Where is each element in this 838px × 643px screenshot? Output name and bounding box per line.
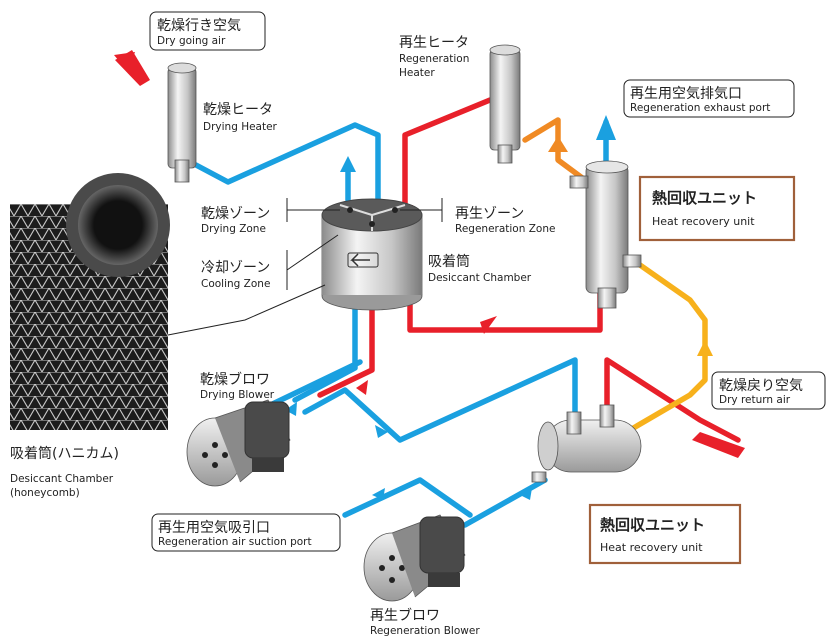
label-regeneration-suction-port: 再生用空気吸引口 Regeneration air suction port — [158, 520, 312, 548]
label-honeycomb: 吸着筒(ハニカム) Desiccant Chamber (honeycomb) — [10, 445, 119, 499]
label-regeneration-exhaust-port: 再生用空気排気口 Regeneration exhaust port — [630, 86, 770, 114]
heat-recovery-unit-top — [569, 160, 642, 309]
regeneration-heater — [489, 44, 521, 164]
svg-text:再生ヒータ: 再生ヒータ — [399, 35, 469, 51]
svg-text:Heat recovery unit: Heat recovery unit — [600, 541, 703, 554]
label-drying-zone: 乾燥ゾーン Drying Zone — [201, 206, 270, 235]
svg-text:Desiccant Chamber: Desiccant Chamber — [10, 473, 114, 485]
leader-lines — [167, 198, 443, 336]
svg-text:吸着筒: 吸着筒 — [428, 253, 470, 270]
svg-text:Regeneration Zone: Regeneration Zone — [455, 223, 555, 235]
svg-text:熱回収ユニット: 熱回収ユニット — [652, 189, 757, 207]
svg-text:Desiccant Chamber: Desiccant Chamber — [428, 272, 532, 284]
svg-text:再生用空気排気口: 再生用空気排気口 — [630, 86, 742, 102]
label-heat-recovery-bottom: 熱回収ユニット Heat recovery unit — [600, 516, 705, 554]
svg-text:Regeneration: Regeneration — [399, 53, 469, 65]
svg-text:乾燥行き空気: 乾燥行き空気 — [157, 18, 241, 34]
drying-blower — [186, 399, 291, 487]
svg-text:再生用空気吸引口: 再生用空気吸引口 — [158, 520, 270, 536]
drying-heater — [167, 62, 197, 183]
label-dry-return-air: 乾燥戻り空気 Dry return air — [719, 378, 803, 406]
label-regeneration-heater: 再生ヒータ Regeneration Heater — [399, 35, 469, 79]
svg-text:(honeycomb): (honeycomb) — [10, 487, 80, 499]
arrow-dry-return — [692, 432, 745, 458]
label-drying-blower: 乾燥ブロワ Drying Blower — [200, 371, 275, 401]
regeneration-blower — [363, 514, 466, 602]
svg-text:Drying Blower: Drying Blower — [200, 389, 275, 401]
svg-text:Regeneration air suction port: Regeneration air suction port — [158, 536, 312, 548]
label-regeneration-blower: 再生ブロワ Regeneration Blower — [370, 607, 480, 637]
svg-text:Cooling Zone: Cooling Zone — [201, 278, 270, 290]
label-cooling-zone: 冷却ゾーン Cooling Zone — [201, 260, 270, 290]
svg-text:Regeneration Blower: Regeneration Blower — [370, 625, 480, 637]
arrow-exhaust — [596, 115, 616, 140]
svg-text:熱回収ユニット: 熱回収ユニット — [600, 516, 705, 534]
svg-text:Dry return air: Dry return air — [719, 394, 791, 406]
svg-text:乾燥ヒータ: 乾燥ヒータ — [203, 102, 273, 118]
svg-text:Drying Heater: Drying Heater — [203, 121, 278, 133]
svg-text:Drying Zone: Drying Zone — [201, 223, 266, 235]
label-dry-going-air: 乾燥行き空気 Dry going air — [157, 18, 241, 47]
svg-text:吸着筒(ハニカム): 吸着筒(ハニカム) — [10, 445, 119, 462]
svg-text:再生ブロワ: 再生ブロワ — [370, 607, 440, 624]
svg-text:乾燥ブロワ: 乾燥ブロワ — [200, 371, 270, 388]
honeycomb-photo — [10, 173, 170, 430]
heat-recovery-unit-bottom — [531, 404, 642, 483]
svg-text:Regeneration exhaust port: Regeneration exhaust port — [630, 102, 770, 114]
svg-text:乾燥ゾーン: 乾燥ゾーン — [201, 206, 270, 222]
desiccant-chamber — [321, 198, 423, 311]
label-heat-recovery-top: 熱回収ユニット Heat recovery unit — [652, 189, 757, 228]
label-desiccant-chamber: 吸着筒 Desiccant Chamber — [428, 253, 532, 284]
svg-text:Heat recovery unit: Heat recovery unit — [652, 215, 755, 228]
svg-text:乾燥戻り空気: 乾燥戻り空気 — [719, 378, 803, 394]
svg-text:冷却ゾーン: 冷却ゾーン — [201, 260, 270, 276]
svg-text:再生ゾーン: 再生ゾーン — [455, 206, 524, 222]
svg-text:Heater: Heater — [399, 67, 435, 79]
label-drying-heater: 乾燥ヒータ Drying Heater — [203, 102, 278, 133]
svg-text:Dry going air: Dry going air — [157, 35, 226, 47]
label-regeneration-zone: 再生ゾーン Regeneration Zone — [455, 206, 555, 235]
